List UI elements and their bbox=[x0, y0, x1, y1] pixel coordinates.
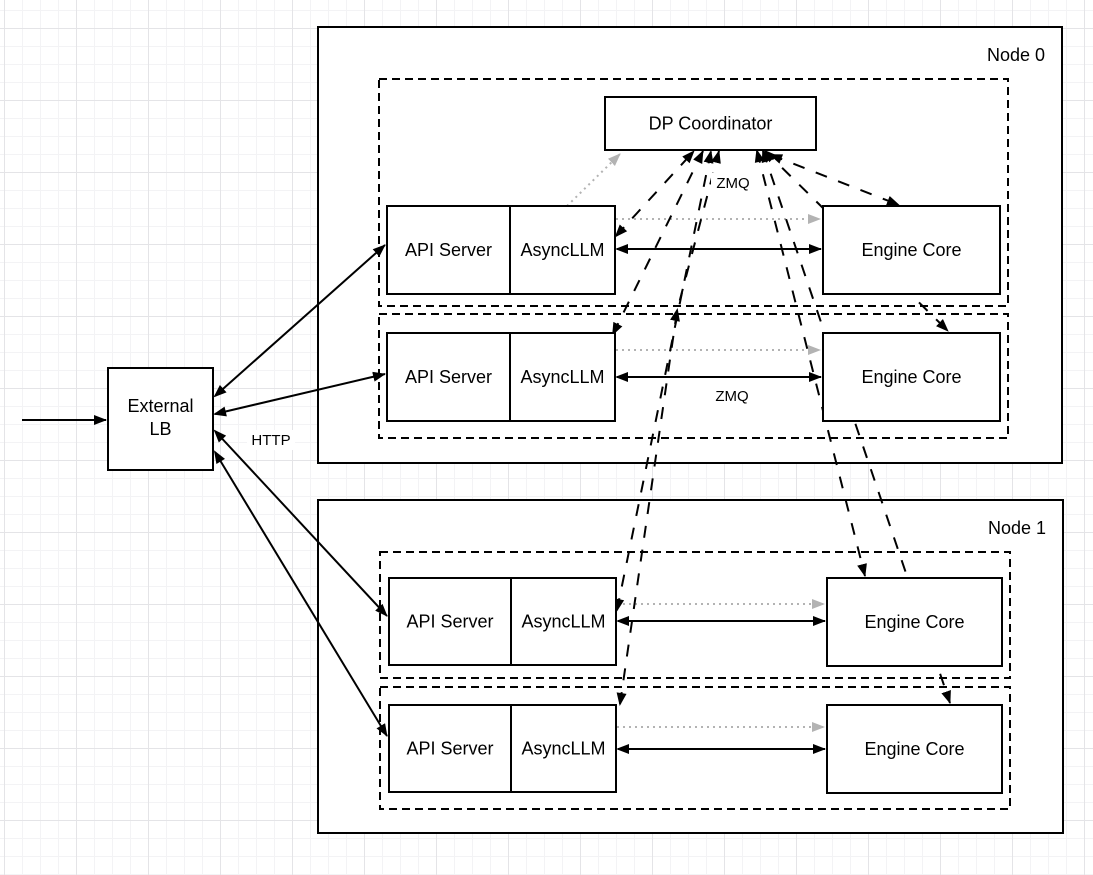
edge-dotted-async-coord bbox=[566, 153, 621, 207]
http-label: HTTP bbox=[251, 432, 290, 449]
box-asyncllm-n1r2 bbox=[510, 704, 617, 793]
asyncllm-n0r1-label: AsyncLLM bbox=[520, 240, 604, 260]
api-server-n0r1-label: API Server bbox=[405, 240, 492, 260]
asyncllm-n1r1-label: AsyncLLM bbox=[521, 612, 605, 632]
external-lb-label-line-1: LB bbox=[149, 419, 171, 439]
node-1-label: Node 1 bbox=[988, 518, 1046, 538]
box-api-server-n1r2 bbox=[388, 704, 512, 793]
zmq-label-node0-row2-bg bbox=[710, 386, 754, 406]
dp-coordinator-label: DP Coordinator bbox=[649, 114, 773, 134]
external-lb-label-line-0: External bbox=[127, 396, 193, 416]
zmq-label-node0-row2: ZMQ bbox=[715, 388, 748, 405]
box-asyncllm-n1r1 bbox=[510, 577, 617, 666]
box-asyncllm-n0r1 bbox=[509, 205, 616, 295]
edge-lb-api-n0r2 bbox=[213, 371, 386, 417]
layer-edge-labels: HTTP ZMQ ZMQ bbox=[247, 173, 755, 450]
box-api-server-n1r1 bbox=[388, 577, 512, 666]
edge-coord-async-n1r2 bbox=[616, 150, 721, 706]
box-engine-core-n1r2 bbox=[826, 704, 1003, 794]
box-engine-core-n1r1 bbox=[826, 577, 1003, 667]
zmq-label-node0-row1-bg bbox=[711, 173, 755, 193]
box-engine-core-n0r2 bbox=[822, 332, 1001, 422]
edge-lb-api-n0r1 bbox=[213, 244, 386, 398]
engine-core-n1r2-label: Engine Core bbox=[864, 739, 964, 759]
api-server-n1r2-label: API Server bbox=[406, 739, 493, 759]
node-0-label: Node 0 bbox=[987, 45, 1045, 65]
engine-core-n0r1-label: Engine Core bbox=[861, 240, 961, 260]
api-server-n1r1-label: API Server bbox=[406, 612, 493, 632]
box-external-lb bbox=[107, 367, 214, 471]
box-dp-coordinator bbox=[604, 96, 817, 151]
engine-core-n0r2-label: Engine Core bbox=[861, 367, 961, 387]
engine-core-n1r1-label: Engine Core bbox=[864, 612, 964, 632]
api-server-n0r2-label: API Server bbox=[405, 367, 492, 387]
http-label-bg bbox=[247, 430, 295, 450]
box-asyncllm-n0r2 bbox=[509, 332, 616, 422]
box-api-server-n0r2 bbox=[386, 332, 511, 422]
edge-lb-api-n1r2 bbox=[213, 450, 388, 737]
box-engine-core-n0r1 bbox=[822, 205, 1001, 295]
asyncllm-n0r2-label: AsyncLLM bbox=[520, 367, 604, 387]
box-api-server-n0r1 bbox=[386, 205, 511, 295]
asyncllm-n1r2-label: AsyncLLM bbox=[521, 739, 605, 759]
zmq-label-node0-row1: ZMQ bbox=[716, 175, 749, 192]
